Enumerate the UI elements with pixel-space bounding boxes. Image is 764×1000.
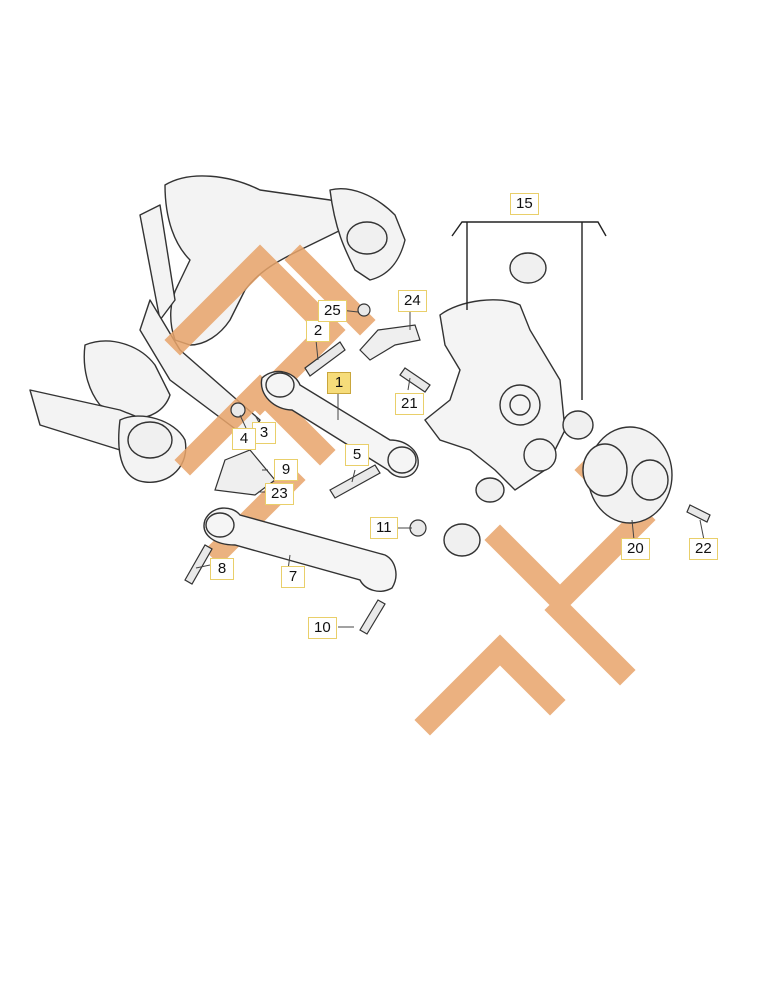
- group-bracket: [451, 221, 607, 400]
- callout-22[interactable]: 22: [689, 538, 718, 560]
- callout-2[interactable]: 2: [306, 320, 330, 342]
- callout-23[interactable]: 23: [265, 483, 294, 505]
- callout-25[interactable]: 25: [318, 300, 347, 322]
- bracket: [214, 324, 421, 496]
- callout-21[interactable]: 21: [395, 393, 424, 415]
- callout-20[interactable]: 20: [621, 538, 650, 560]
- upper-control-arm: [260, 370, 419, 478]
- callout-11[interactable]: 11: [370, 517, 398, 539]
- callout-5[interactable]: 5: [345, 444, 369, 466]
- callout-1[interactable]: 1: [327, 372, 351, 394]
- callout-24[interactable]: 24: [398, 290, 427, 312]
- wheel-knuckle: [424, 299, 566, 491]
- callout-10[interactable]: 10: [308, 617, 337, 639]
- callout-15[interactable]: 15: [510, 193, 539, 215]
- callout-9[interactable]: 9: [274, 459, 298, 481]
- callout-8[interactable]: 8: [210, 558, 234, 580]
- callout-4[interactable]: 4: [232, 428, 256, 450]
- lower-control-arm: [203, 507, 397, 592]
- bushings: [127, 221, 594, 557]
- callout-7[interactable]: 7: [281, 566, 305, 588]
- wheel-hub: [582, 426, 673, 524]
